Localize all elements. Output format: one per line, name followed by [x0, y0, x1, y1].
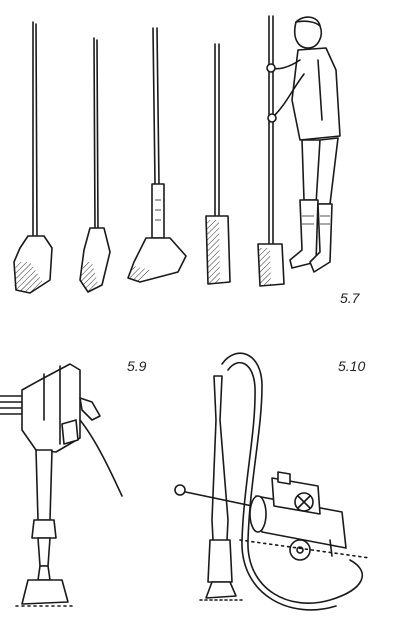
- figure-label-5-9: 5.9: [127, 358, 147, 374]
- figure-label-5-10: 5.10: [338, 358, 366, 374]
- figure-label-5-7: 5.7: [340, 290, 360, 306]
- air-compressor-with-rammer: [174, 352, 371, 611]
- hand-tamper-spade: [79, 37, 111, 293]
- hand-tamper-round: [13, 21, 53, 294]
- hand-tamper-block: [205, 43, 231, 285]
- pneumatic-rammer: [0, 363, 123, 607]
- hand-tamper-flat-base: [127, 27, 187, 283]
- worker-with-tamper: [257, 15, 341, 287]
